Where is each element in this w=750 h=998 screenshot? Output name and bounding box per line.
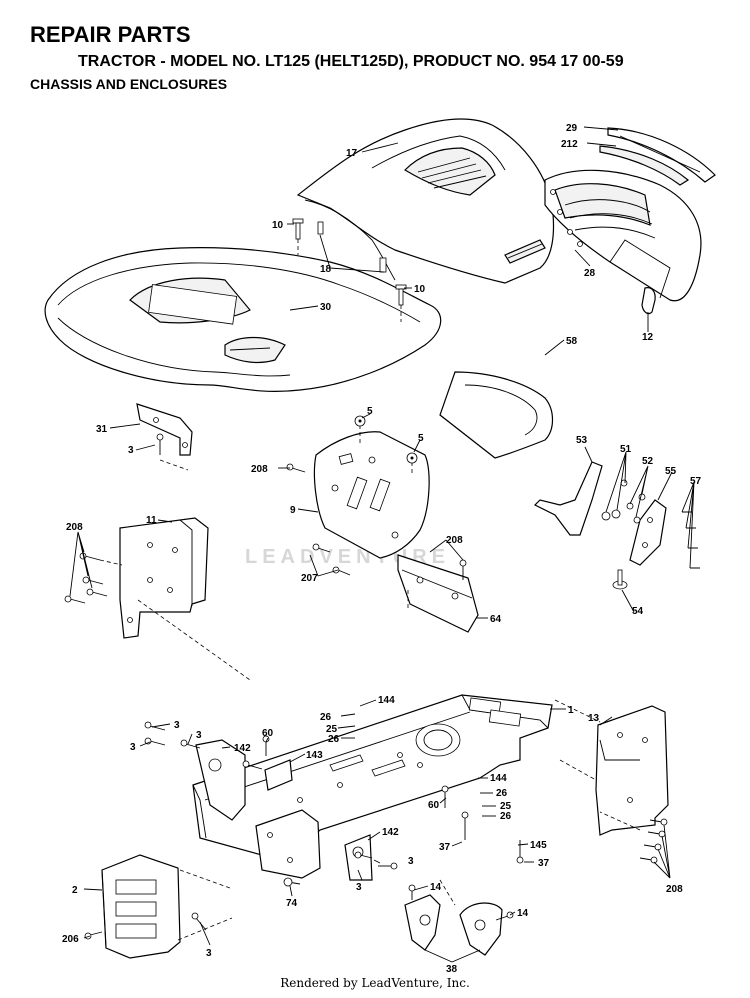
callout-53: 53	[576, 435, 588, 446]
callout-144a: 144	[378, 695, 395, 706]
callout-208c: 208	[446, 535, 463, 546]
callout-25b: 25	[500, 801, 512, 812]
callout-55: 55	[665, 466, 677, 477]
callout-3f: 3	[408, 856, 414, 867]
callout-26d: 26	[500, 811, 512, 822]
dash-panel-part[interactable]	[313, 425, 430, 559]
callout-28: 28	[584, 268, 596, 279]
callout-206: 206	[62, 934, 79, 945]
pedal-bracket-38b[interactable]	[459, 902, 503, 956]
callout-57: 57	[690, 476, 702, 487]
callout-31: 31	[96, 424, 108, 435]
screw-set	[64, 433, 700, 940]
footer-credit: Rendered by LeadVenture, Inc.	[280, 976, 470, 990]
callout-208a: 208	[251, 464, 268, 475]
callout-13: 13	[588, 713, 600, 724]
callout-145: 145	[530, 840, 547, 851]
front-plate[interactable]	[255, 809, 321, 879]
bracket-64[interactable]	[397, 554, 479, 633]
callout-3g: 3	[206, 948, 212, 959]
callout-9: 9	[290, 505, 296, 516]
side-panel-11[interactable]	[119, 517, 209, 639]
bracket-31[interactable]	[136, 403, 193, 456]
callout-54: 54	[632, 606, 644, 617]
grille-part[interactable]	[544, 169, 702, 302]
callout-26a: 26	[320, 712, 332, 723]
callout-5b: 5	[418, 433, 424, 444]
callout-25a: 25	[326, 724, 338, 735]
callout-37a: 37	[439, 842, 451, 853]
hood-part[interactable]	[296, 118, 555, 284]
callout-1: 1	[568, 705, 574, 716]
callout-26c: 26	[496, 788, 508, 799]
callout-208d: 208	[666, 884, 683, 895]
knob-54[interactable]	[612, 569, 628, 590]
callout-58: 58	[566, 336, 578, 347]
fender-part[interactable]	[44, 247, 442, 392]
callout-212: 212	[561, 139, 578, 150]
callout-10a: 10	[272, 220, 284, 231]
callout-144b: 144	[490, 773, 507, 784]
callout-10b: 10	[414, 284, 426, 295]
pedal-bracket-38a[interactable]	[404, 894, 441, 951]
callout-14b: 14	[517, 908, 529, 919]
callout-18: 18	[320, 264, 332, 275]
callout-208b: 208	[66, 522, 83, 533]
callout-labels: 17 29 212 10 18 10 30 28 12 58 31 3 5 5 …	[62, 123, 702, 975]
axle-bracket-142a[interactable]	[195, 739, 246, 821]
callout-3e: 3	[356, 882, 362, 893]
nut-5b[interactable]	[406, 452, 418, 464]
callout-30: 30	[320, 302, 332, 313]
callout-207: 207	[301, 573, 318, 584]
callout-38: 38	[446, 964, 458, 975]
callout-14a: 14	[430, 882, 442, 893]
callout-26b: 26	[328, 734, 340, 745]
latch-12[interactable]	[641, 287, 656, 315]
callout-64: 64	[490, 614, 502, 625]
bolt-10b[interactable]	[395, 284, 407, 322]
callout-3a: 3	[128, 445, 134, 456]
callout-143: 143	[306, 750, 323, 761]
hood-insert-part[interactable]	[599, 145, 690, 186]
callout-142b: 142	[382, 827, 399, 838]
section-title: CHASSIS AND ENCLOSURES	[30, 76, 228, 92]
callout-60b: 60	[428, 800, 440, 811]
callout-142a: 142	[234, 743, 251, 754]
bolt-10a[interactable]	[292, 218, 304, 255]
leader-lines	[69, 126, 695, 963]
callout-5a: 5	[367, 406, 373, 417]
side-panel-13[interactable]	[595, 705, 669, 836]
callout-11: 11	[146, 515, 157, 526]
callout-2: 2	[72, 885, 78, 896]
heat-shield-part[interactable]	[439, 371, 554, 459]
callout-60a: 60	[262, 728, 274, 739]
model-line: TRACTOR - MODEL NO. LT125 (HELT125D), PR…	[78, 53, 624, 70]
callout-3b: 3	[174, 720, 180, 731]
bracket-143[interactable]	[264, 759, 293, 791]
callout-12: 12	[642, 332, 654, 343]
nut-5a[interactable]	[354, 415, 366, 427]
assembly-lines	[99, 459, 641, 941]
bracket-53[interactable]	[533, 461, 603, 536]
callout-29: 29	[566, 123, 578, 134]
callout-3c: 3	[196, 730, 202, 741]
front-bumper-2[interactable]	[101, 854, 181, 959]
callout-17: 17	[346, 148, 358, 159]
page-title: REPAIR PARTS	[30, 22, 191, 47]
callout-37b: 37	[538, 858, 550, 869]
callout-3d: 3	[130, 742, 136, 753]
callout-51: 51	[620, 444, 632, 455]
callout-74: 74	[286, 898, 298, 909]
callout-52: 52	[642, 456, 654, 467]
bracket-55[interactable]	[629, 499, 667, 566]
hood-trim-part[interactable]	[607, 127, 716, 183]
